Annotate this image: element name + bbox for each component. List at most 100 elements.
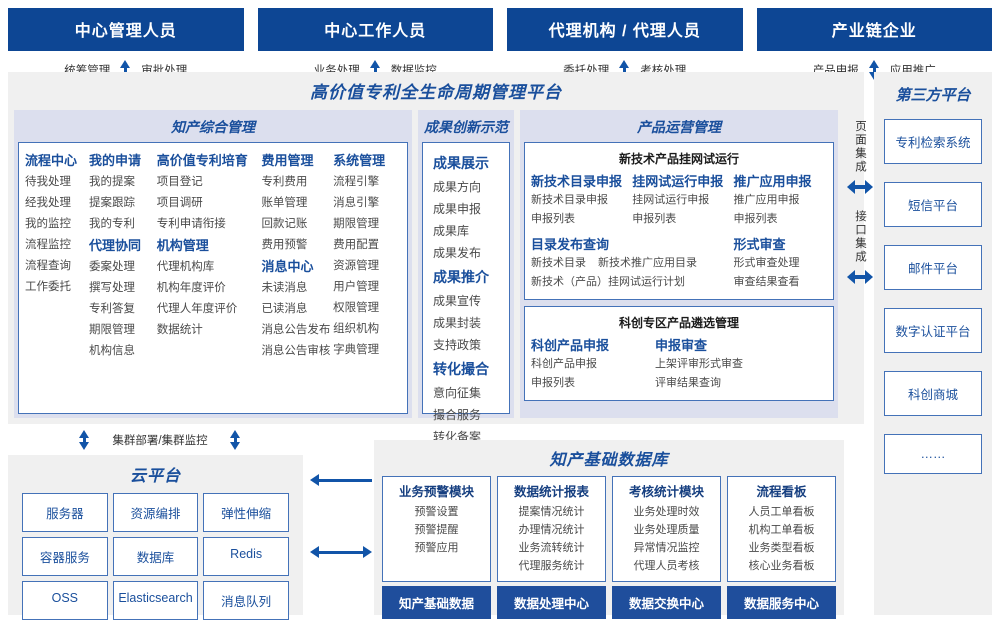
prod-item[interactable]: 形式审查处理 [733, 257, 800, 269]
ip-item[interactable]: 我的监控 [25, 218, 71, 230]
third-party-item-patent-search[interactable]: 专利检索系统 [884, 119, 982, 164]
db-bar-basic-data[interactable]: 知产基础数据 [382, 586, 491, 619]
ip-item[interactable]: 回款记账 [261, 218, 308, 230]
ip-group-head[interactable]: 代理协同 [88, 238, 141, 253]
ach-item[interactable]: 意向征集 [433, 386, 482, 400]
third-party-item-innovation-mall[interactable]: 科创商城 [884, 371, 982, 416]
db-item[interactable]: 业务处理质量 [633, 524, 700, 536]
db-item[interactable]: 业务流转统计 [518, 542, 585, 554]
ip-item[interactable]: 权限管理 [333, 302, 380, 314]
prod-item[interactable]: 新技术目录申报 [531, 194, 608, 206]
ip-group-head[interactable]: 高价值专利培育 [156, 153, 248, 168]
ip-item[interactable]: 专利费用 [261, 176, 308, 188]
cloud-cell-elastic-scaling[interactable]: 弹性伸缩 [203, 493, 289, 532]
prod-group-head[interactable]: 推广应用申报 [733, 174, 812, 189]
prod-item[interactable]: 新技术（产品）挂网试运行计划 [531, 276, 685, 288]
third-party-item-more[interactable]: …… [884, 434, 982, 474]
ip-item[interactable]: 组织机构 [333, 323, 380, 335]
ach-item[interactable]: 成果封装 [433, 316, 482, 330]
ip-item[interactable]: 代理机构库 [156, 261, 215, 273]
db-group-head[interactable]: 业务预警模块 [398, 485, 474, 499]
ip-group-head[interactable]: 消息中心 [261, 259, 314, 274]
db-group-head[interactable]: 数据统计报表 [513, 485, 589, 499]
db-item[interactable]: 办理情况统计 [518, 524, 585, 536]
ip-item[interactable]: 专利申请衔接 [156, 218, 226, 230]
ach-group-head[interactable]: 转化撮合 [433, 361, 489, 377]
ip-item[interactable]: 流程监控 [25, 239, 71, 251]
ip-item[interactable]: 专利答复 [88, 303, 135, 315]
ip-item[interactable]: 消息引擎 [333, 197, 380, 209]
db-item[interactable]: 业务类型看板 [748, 542, 815, 554]
ip-item[interactable]: 未读消息 [261, 282, 308, 294]
ip-item[interactable]: 用户管理 [333, 281, 380, 293]
ip-item[interactable]: 待我处理 [25, 176, 71, 188]
db-item[interactable]: 预警应用 [414, 542, 459, 554]
db-bar-exchange-center[interactable]: 数据交换中心 [612, 586, 721, 619]
db-item[interactable]: 提案情况统计 [518, 506, 585, 518]
ach-item[interactable]: 成果方向 [433, 180, 482, 194]
cloud-cell-oss[interactable]: OSS [22, 581, 108, 620]
cloud-cell-container-service[interactable]: 容器服务 [22, 537, 108, 576]
ip-item[interactable]: 费用预警 [261, 239, 308, 251]
db-item[interactable]: 预警设置 [414, 506, 459, 518]
prod-item[interactable]: 科创产品申报 [531, 358, 597, 370]
ip-item[interactable]: 期限管理 [88, 324, 135, 336]
prod-group-head[interactable]: 科创产品申报 [531, 338, 610, 353]
ip-item[interactable]: 工作委托 [25, 281, 71, 293]
ip-item[interactable]: 数据统计 [156, 324, 203, 336]
prod-item[interactable]: 挂网试运行申报 [632, 194, 710, 206]
ip-item[interactable]: 字典管理 [333, 344, 380, 356]
ip-item[interactable]: 流程查询 [25, 260, 71, 272]
prod-item[interactable]: 申报列表 [531, 377, 575, 389]
prod-item[interactable]: 申报列表 [733, 213, 778, 225]
db-item[interactable]: 异常情况监控 [633, 542, 700, 554]
db-bar-processing-center[interactable]: 数据处理中心 [497, 586, 606, 619]
db-item[interactable]: 核心业务看板 [748, 560, 815, 572]
ach-item[interactable]: 撮合服务 [433, 408, 482, 422]
ip-item[interactable]: 经我处理 [25, 197, 71, 209]
third-party-item-sms[interactable]: 短信平台 [884, 182, 982, 227]
ip-item[interactable]: 我的专利 [88, 218, 135, 230]
db-group-head[interactable]: 考核统计模块 [628, 485, 704, 499]
ach-item[interactable]: 成果申报 [433, 202, 482, 216]
ip-item[interactable]: 资源管理 [333, 260, 380, 272]
ip-item[interactable]: 账单管理 [261, 197, 308, 209]
role-title-center-managers[interactable]: 中心管理人员 [8, 8, 244, 51]
ip-group-head[interactable]: 费用管理 [261, 153, 314, 168]
prod-item[interactable]: 新技术目录 [531, 257, 586, 269]
ip-group-head[interactable]: 系统管理 [333, 153, 386, 168]
ach-group-head[interactable]: 成果推介 [433, 269, 489, 285]
db-item[interactable]: 人员工单看板 [748, 506, 815, 518]
prod-item[interactable]: 申报列表 [531, 213, 575, 225]
ip-group-head[interactable]: 流程中心 [25, 153, 78, 168]
ip-item[interactable]: 项目调研 [156, 197, 203, 209]
ip-item[interactable]: 费用配置 [333, 239, 380, 251]
ip-item[interactable]: 撰写处理 [88, 282, 135, 294]
role-title-industry-enterprise[interactable]: 产业链企业 [756, 8, 992, 51]
ip-item[interactable]: 期限管理 [333, 218, 380, 230]
prod-group-head[interactable]: 形式审查 [733, 237, 786, 252]
db-item[interactable]: 代理服务统计 [518, 560, 585, 572]
db-group-head[interactable]: 流程看板 [756, 485, 807, 499]
cloud-cell-server[interactable]: 服务器 [22, 493, 108, 532]
third-party-item-digital-cert[interactable]: 数字认证平台 [884, 308, 982, 353]
ip-item[interactable]: 提案跟踪 [88, 197, 135, 209]
db-item[interactable]: 代理人员考核 [633, 560, 700, 572]
ip-item[interactable]: 委案处理 [88, 261, 135, 273]
cloud-cell-database[interactable]: 数据库 [112, 537, 199, 576]
ip-item[interactable]: 项目登记 [156, 176, 203, 188]
db-item[interactable]: 业务处理时效 [633, 506, 700, 518]
ach-item[interactable]: 成果发布 [433, 246, 482, 260]
ip-item[interactable]: 已读消息 [261, 303, 308, 315]
ach-item[interactable]: 成果宣传 [433, 294, 482, 308]
db-bar-service-center[interactable]: 数据服务中心 [727, 586, 836, 619]
prod-group-head[interactable]: 目录发布查询 [531, 237, 610, 252]
prod-item[interactable]: 上架评审形式审查 [655, 358, 743, 370]
ach-item[interactable]: 支持政策 [433, 338, 482, 352]
prod-item[interactable]: 推广应用申报 [733, 194, 800, 206]
role-title-agency[interactable]: 代理机构 / 代理人员 [507, 8, 743, 51]
third-party-item-email[interactable]: 邮件平台 [884, 245, 982, 290]
db-item[interactable]: 预警提醒 [414, 524, 459, 536]
cloud-cell-elasticsearch[interactable]: Elasticsearch [112, 581, 199, 620]
ip-item[interactable]: 流程引擎 [333, 176, 380, 188]
